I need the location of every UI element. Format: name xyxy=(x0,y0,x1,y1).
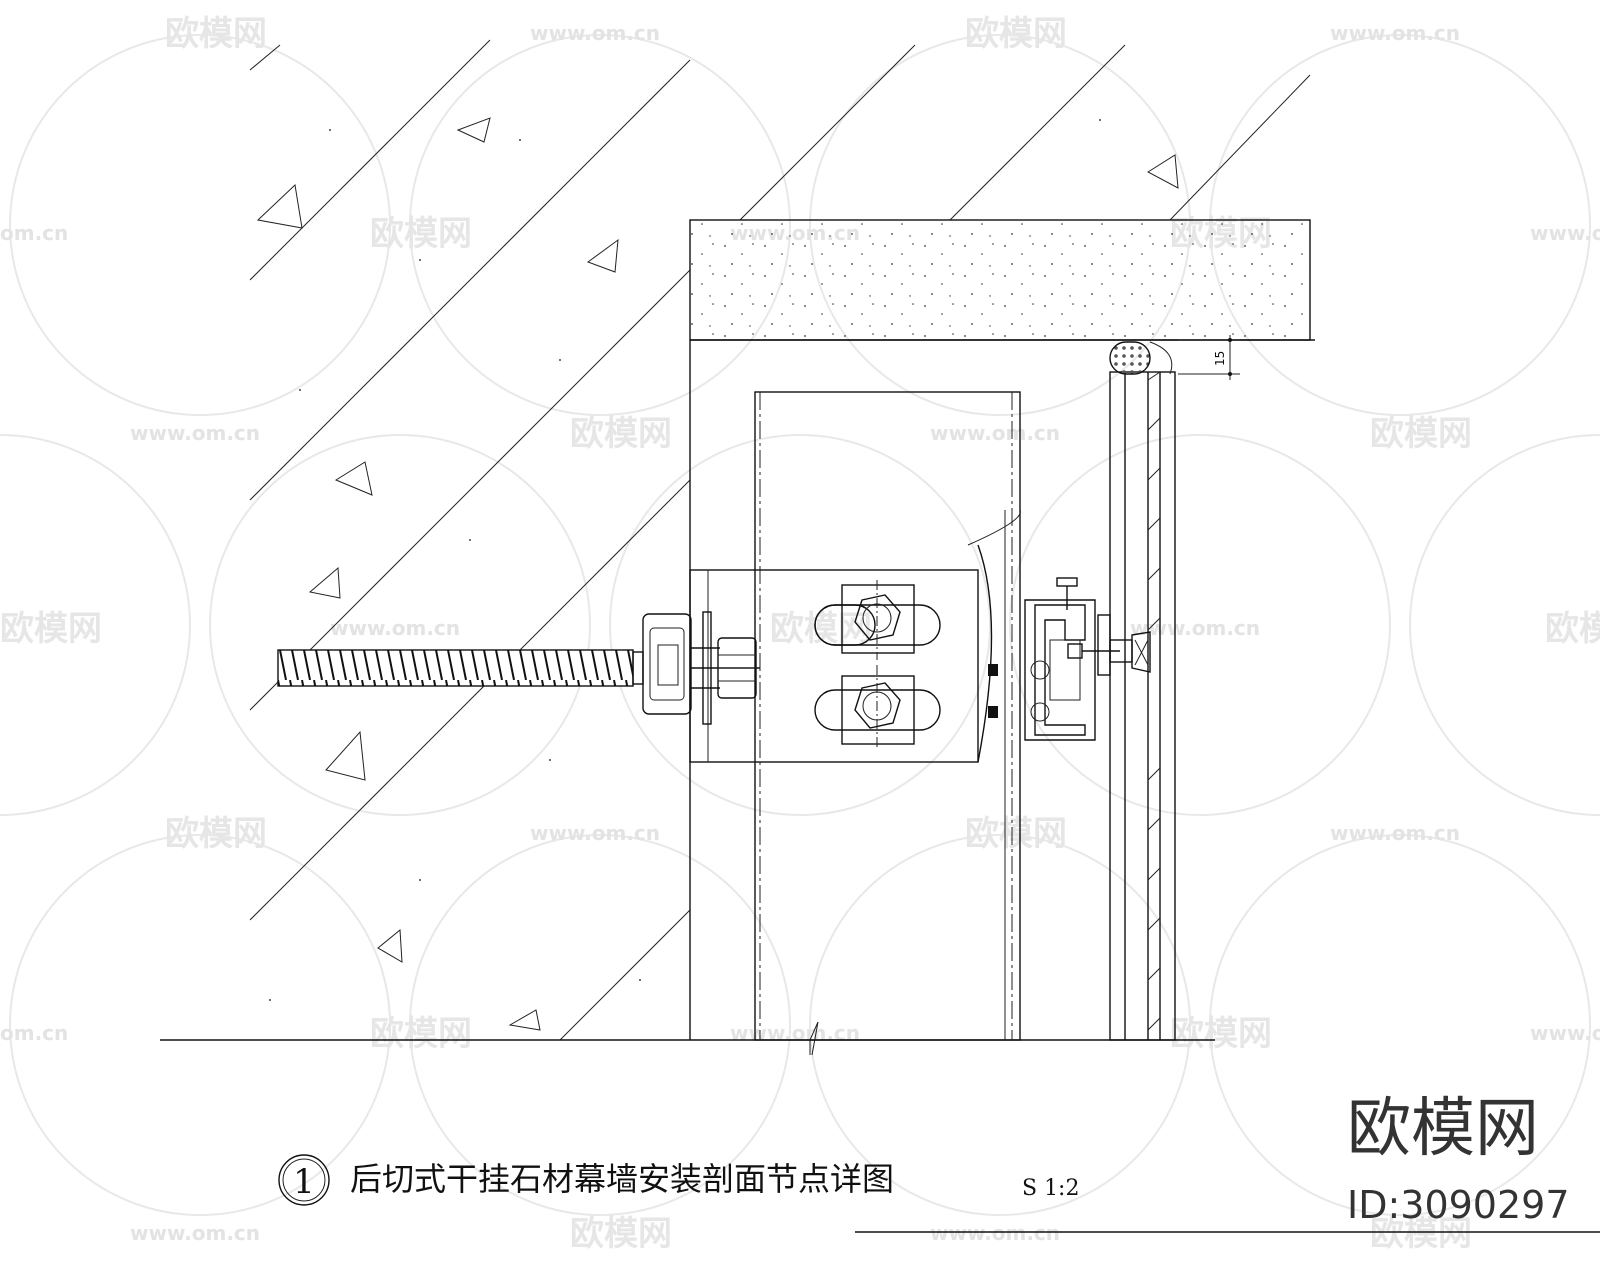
watermark-url: om.cn xyxy=(0,221,68,245)
watermark-brand: 欧模网 xyxy=(165,815,267,853)
watermark-url: www.om.cn xyxy=(1530,1021,1600,1045)
slotted-bolt-hole xyxy=(814,665,941,750)
watermark-brand: 欧模网 xyxy=(1170,1015,1272,1053)
watermark-brand: 欧模网 xyxy=(965,15,1067,53)
watermark-brand: 欧模网 xyxy=(370,215,472,253)
watermark-url: www.om.cn xyxy=(1330,821,1460,845)
aluminum-hanger xyxy=(1024,577,1120,741)
stamp-brand: 欧模网 xyxy=(1347,1092,1539,1166)
detail-number: 1 xyxy=(293,1162,315,1202)
concrete-wall xyxy=(160,39,1311,1056)
watermark-url: www.om.cn xyxy=(330,616,460,640)
backcut-anchor xyxy=(1097,614,1151,676)
brand-stamp: 欧模网 ID:3090297 xyxy=(1347,1092,1570,1227)
stamp-id: ID:3090297 xyxy=(1347,1183,1570,1227)
watermark-url: www.om.cn xyxy=(1130,616,1260,640)
watermark-brand: 欧模网 xyxy=(165,15,267,53)
slotted-bolt-hole xyxy=(814,580,941,660)
watermark-url: www.om.cn xyxy=(530,21,660,45)
watermark-url: om.cn xyxy=(0,1021,68,1045)
watermark-brand: 欧模网 xyxy=(770,610,872,648)
watermark-url: www.om.cn xyxy=(930,1221,1060,1245)
watermark-brand: 欧模网 xyxy=(1370,415,1472,453)
watermark-url: www.om.cn xyxy=(1530,221,1600,245)
watermark-brand: 欧模网 xyxy=(570,1215,672,1253)
dimension-15: 15 xyxy=(1178,335,1240,380)
dimension-label: 15 xyxy=(1213,351,1227,366)
drawing-title: 后切式干挂石材幕墙安装剖面节点详图 xyxy=(350,1160,894,1198)
watermark-layer: 欧模网 欧模网 欧模网 欧模网 欧模网 欧模网 欧模网 欧模网 欧模网 欧模网 … xyxy=(0,15,1600,1253)
watermark-brand: 欧模网 xyxy=(965,815,1067,853)
anchor-bolt xyxy=(277,611,760,725)
watermark-url: www.om.cn xyxy=(930,421,1060,445)
watermark-brand: 欧模网 xyxy=(1545,610,1600,648)
drawing-title-block: 1 后切式干挂石材幕墙安装剖面节点详图 S 1:2 xyxy=(278,1154,1600,1233)
drawing-scale: S 1:2 xyxy=(1022,1176,1079,1201)
watermark-url: www.om.cn xyxy=(130,421,260,445)
stone-slab xyxy=(689,219,1315,341)
watermark-brand: 欧模网 xyxy=(1370,1215,1472,1253)
stone-panel xyxy=(1097,341,1176,1041)
watermark-brand: 欧模网 xyxy=(0,610,102,648)
connector-plate xyxy=(689,509,1021,763)
watermark-url: www.om.cn xyxy=(730,1021,860,1045)
watermark-url: www.om.cn xyxy=(530,821,660,845)
aggregate-triangles xyxy=(256,117,1179,1031)
watermark-brand: 欧模网 xyxy=(370,1015,472,1053)
watermark-brand: 欧模网 xyxy=(570,415,672,453)
watermark-url: www.om.cn xyxy=(130,1221,260,1245)
watermark-url: www.om.cn xyxy=(1330,21,1460,45)
